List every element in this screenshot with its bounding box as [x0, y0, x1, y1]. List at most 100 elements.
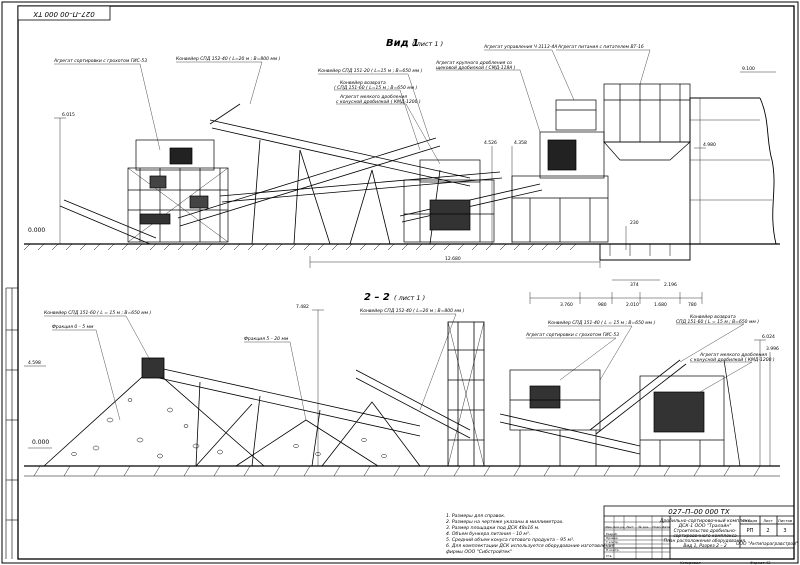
view1-heading: Вид 1: [386, 38, 419, 49]
note-6: 6. Для комплектации ДСК используется обо…: [446, 543, 615, 549]
view1-dimension-text: 6.015 4.526 4.358 4.980 9.100 12.680 3.7…: [28, 66, 755, 308]
view2-fine-crusher: [639, 359, 741, 467]
note-1: 1. Размеры для справок.: [446, 513, 506, 519]
view1-dim-d6: 3.760: [560, 302, 573, 308]
view2-sheet-ref: ( лист 1 ): [394, 294, 425, 302]
view1-zero-mark: 0.000: [28, 227, 45, 234]
title-block-text: 027–П–00 000 ТХ Дробильно-сортировочный …: [605, 508, 798, 558]
col-sheets: Листов: [778, 518, 793, 523]
view1-dim-d4: 4.980: [703, 142, 716, 148]
title-sheet-line2: Вид 1, Разрез 2 – 2: [683, 543, 727, 549]
view2-label-fine-crusher-spec: с конусной дробилкой ( КМД-1200 ): [690, 357, 775, 363]
hdr-3: № док.: [639, 525, 650, 529]
role-0: Разраб.: [606, 532, 618, 536]
hdr-5: Дата: [662, 525, 670, 529]
note-3: 3. Размер площадки под ДСК 48х16 м.: [446, 525, 540, 531]
view1-fine-crusher: [403, 159, 495, 243]
binding-strip: [5, 287, 18, 559]
view2-dim-d2: 6.024: [762, 334, 775, 340]
view1-leader-lines: [54, 49, 651, 165]
view1-dim-d11: 374: [630, 282, 639, 288]
title-project: Дробильно-сортировочный комплекс: [659, 518, 751, 524]
title-code: 027–П–00 000 ТХ: [668, 508, 730, 516]
sheets-value: 3: [783, 528, 786, 534]
view2-level-mark: 4.598: [28, 360, 41, 366]
view2-label-sorting: Агрегат сортировки с грохотом ГИС-53: [525, 332, 619, 338]
view2-tower: [447, 321, 485, 467]
title-stage: Строительство дробильно-: [674, 528, 737, 534]
col-sheet: Лист: [763, 518, 773, 523]
view1-dim-d8: 2.010: [626, 302, 639, 308]
view1-sorting-unit: [127, 139, 229, 243]
view2-label-return: Конвейер возврата: [690, 314, 736, 320]
view2-label-return-spec: СПД 151-60 ( L = 15 м ; B=650 мм ): [676, 319, 759, 325]
view2-title: 2 – 2 ( лист 1 ): [364, 292, 425, 303]
footer-right: Формат А3: [750, 561, 771, 565]
view2-leader-lines: [44, 313, 753, 421]
view2-dim-d1: 7.482: [296, 304, 309, 310]
view1-dim-d13: 230: [630, 220, 639, 226]
sheet-value: 2: [766, 528, 769, 534]
drawing-frame: [17, 5, 795, 560]
view1-coarse-crusher: [511, 131, 609, 243]
view2-label-conveyor-e: Конвейер СПД 151-40 ( L = 15 м ; B=650 м…: [548, 320, 655, 326]
view1-label-feeder: Агрегат питания с питателем ВТ-16: [557, 44, 644, 50]
view1-dim-d1: 6.015: [62, 112, 75, 118]
view1-label-return-spec: ( СПД 151-60 ( L=15 м ; B=650 мм ): [334, 85, 418, 91]
title-stage-line2: сортировочного комплекса: [673, 534, 737, 539]
view2-dim-d3: 3.996: [766, 346, 779, 352]
view2-zero-mark: 0.000: [32, 439, 49, 446]
view2-heading: 2 – 2: [364, 292, 390, 303]
view1-label-return: Конвейер возврата: [340, 80, 386, 86]
view2-dimension-text: 7.482 6.024 3.996 4.598 0.000: [28, 304, 779, 446]
view1-dim-d9: 1.680: [654, 302, 667, 308]
view1-label-coarse-crusher-spec: щековой дробилкой ( СМД-118А ): [436, 65, 516, 71]
view1-label-coarse-crusher: Агрегат крупного дробления со: [435, 60, 512, 66]
view1-sheet-ref: ( лист 1 ): [412, 40, 443, 48]
view1-dim-d2: 4.526: [484, 140, 497, 146]
view2-label-fraction-small: Фракция 0 – 5 мм: [52, 324, 94, 330]
title-block: [603, 505, 795, 560]
view2-sorting-unit: [509, 369, 601, 466]
title-company: ООО "Антипарагравстрой": [736, 541, 798, 547]
corner-code-box: 027–П–00 000 ТХ: [17, 5, 111, 21]
hdr-2: Лист: [626, 525, 634, 529]
note-7: фирмы ООО "Сибстройтек": [446, 549, 512, 555]
view1-feeder: [555, 83, 691, 161]
role-3: Н.контр.: [606, 548, 619, 552]
view1-mark-right: 9.100: [742, 66, 755, 72]
footer: Копировал Формат А3: [680, 561, 771, 565]
view1-label-fine-crusher-spec: с конусной дробилкой ( КМД-1200 ): [336, 99, 421, 105]
view2-label-conveyor-c: Конвейер СПД 151-60 ( L = 15 м ; B=650 м…: [44, 310, 151, 316]
hdr-4: Подп.: [652, 525, 661, 529]
hdr-1: Кол.уч.: [613, 525, 624, 529]
view1-dim-d7: 980: [598, 302, 607, 308]
view1-label-conveyor-a: Конвейер СПД 152-40 ( L=20 м ; B=800 мм …: [176, 56, 281, 62]
view2-conveyors: [141, 357, 687, 467]
corner-code: 027–П–00 000 ТХ: [33, 10, 95, 18]
role-4: Утв.: [606, 554, 612, 558]
col-stage: Стадия: [743, 518, 758, 523]
stage-value: РП: [747, 528, 754, 534]
view2-label-conveyor-d: Конвейер СПД 152-40 ( L=20 м ; B=800 мм …: [360, 308, 465, 314]
view1-dim-d12: 2.196: [664, 282, 677, 288]
view1-labels: Агрегат сортировки с грохотом ГИС-53 Кон…: [53, 44, 644, 105]
role-2: Т.контр.: [605, 540, 619, 544]
view1-dim-d5: 12.680: [445, 256, 461, 262]
note-4: 4. Объем бункера питания – 10 м³.: [446, 531, 530, 537]
view2-dimensions: [24, 309, 771, 466]
view1-label-fine-crusher: Агрегат мелкого дробления: [339, 94, 407, 100]
view1-dim-d3: 4.358: [514, 140, 527, 146]
note-2: 2. Размеры на чертеже указаны в миллимет…: [446, 519, 564, 525]
view1-dim-d10: 780: [688, 302, 697, 308]
view2-label-fraction-large: Фракция 5 – 20 мм: [244, 336, 289, 342]
hdr-0: Изм.: [605, 525, 612, 529]
view2-label-fine-crusher: Агрегат мелкого дробления: [699, 352, 767, 358]
footer-left: Копировал: [680, 561, 701, 565]
notes: 1. Размеры для справок. 2. Размеры на че…: [446, 513, 615, 555]
title-sheet: План расположения оборудования.: [664, 538, 747, 544]
view1-label-sorting: Агрегат сортировки с грохотом ГИС-53: [53, 58, 147, 64]
view2-labels: Конвейер СПД 151-60 ( L = 15 м ; B=650 м…: [44, 308, 775, 363]
